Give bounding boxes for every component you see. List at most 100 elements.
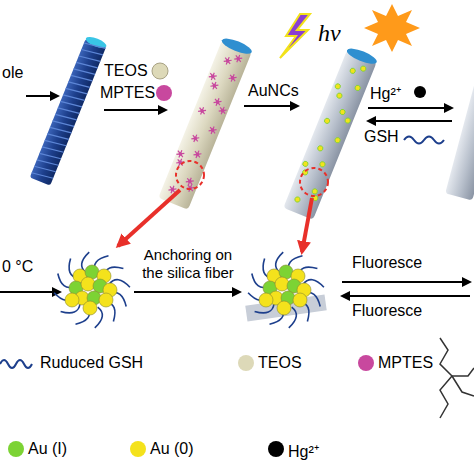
arrow	[342, 281, 470, 283]
step-label: Fluoresce	[352, 302, 422, 320]
emission-star	[364, 4, 420, 52]
zoom-circle	[176, 161, 204, 189]
aunc-dot	[311, 188, 318, 195]
arrow	[342, 295, 470, 297]
star-core	[210, 128, 215, 133]
gsh-strand	[0, 360, 32, 368]
template-rod	[30, 35, 108, 186]
gold-cluster	[54, 252, 130, 328]
silane-structure	[440, 338, 474, 418]
mptes-star	[191, 133, 200, 143]
rod-stripe	[71, 73, 93, 84]
rod-stripe	[37, 157, 59, 168]
mptes-sphere	[156, 85, 172, 101]
star-core	[210, 74, 215, 79]
step-label: Anchoring on the silica fiber	[132, 246, 244, 282]
rod-stripe	[66, 86, 88, 97]
rod-stripe	[45, 138, 67, 149]
arrow	[368, 107, 452, 109]
mptes-star	[218, 106, 227, 116]
rod-stripe	[53, 118, 75, 129]
rod-stripe	[55, 112, 77, 123]
legend-text: Hg²⁺	[288, 440, 319, 462]
reagent-label: GSH	[364, 128, 399, 146]
arrow	[134, 291, 240, 293]
red-arrow	[118, 190, 180, 246]
reagent-label: AuNCs	[248, 82, 299, 100]
star-core	[200, 109, 205, 114]
silica-fiber	[158, 36, 253, 210]
cropped-label: ole	[2, 64, 23, 82]
aunc-dot	[317, 145, 324, 152]
rod-stripe	[79, 53, 101, 64]
gold-atom	[65, 293, 79, 307]
aunc-dot	[354, 85, 361, 92]
legend-text: TEOS	[258, 354, 302, 372]
star-core	[230, 76, 235, 81]
aunc-dot	[344, 117, 351, 124]
gold-atom	[275, 277, 289, 291]
legend-text: Au (0)	[150, 440, 194, 458]
rod-stripe	[34, 164, 56, 175]
cropped-fiber	[445, 19, 474, 200]
mptes-star	[176, 149, 185, 159]
rod-stripe	[58, 105, 80, 116]
star-core	[193, 136, 198, 141]
star-core	[212, 83, 217, 88]
star-core	[170, 187, 175, 192]
mptes-star	[213, 97, 222, 107]
gold-atom	[293, 293, 307, 307]
aunc-dot	[324, 117, 331, 124]
star-core	[225, 58, 230, 63]
gold-atom	[277, 301, 291, 315]
mptes-star	[193, 149, 202, 159]
rod-stripe	[50, 125, 72, 136]
reagent-label: MPTES	[100, 84, 155, 102]
gold-atom	[259, 293, 273, 307]
rod-stripe	[74, 66, 96, 77]
aunc-dot	[334, 83, 341, 90]
arrow	[104, 109, 166, 111]
ion-label: Hg²⁺	[370, 82, 401, 104]
rod-stripe	[76, 60, 98, 71]
gold-atom	[83, 301, 97, 315]
mptes-star	[208, 125, 217, 135]
legend-swatch	[358, 355, 374, 371]
mptes-star	[185, 176, 194, 186]
legend-text: MPTES	[378, 354, 433, 372]
aunc-dot	[302, 160, 309, 167]
arrow	[26, 95, 58, 97]
gold-atom	[99, 293, 113, 307]
condition-label: 0 °C	[2, 258, 33, 276]
rod-stripe	[84, 40, 106, 51]
star-core	[195, 152, 200, 157]
gold-cluster	[248, 252, 324, 328]
legend-swatch	[268, 441, 284, 457]
star-core	[220, 108, 225, 113]
aunc-dot	[294, 196, 301, 203]
rod-stripe	[39, 151, 61, 162]
arrow	[368, 120, 452, 122]
star-core	[215, 100, 220, 105]
rod-stripe	[68, 79, 90, 90]
mptes-star	[234, 54, 243, 64]
mptes-star	[228, 73, 237, 83]
aunc-dot	[336, 92, 343, 99]
star-core	[178, 152, 183, 157]
star-core	[187, 179, 192, 184]
rod-stripe	[47, 131, 69, 142]
light-label: hv	[318, 20, 341, 47]
red-arrow	[302, 198, 312, 252]
rod-stripe	[32, 170, 54, 181]
mptes-star	[208, 71, 217, 81]
star-core	[236, 56, 241, 61]
lightning-bolt	[280, 14, 310, 58]
gsh-strand	[404, 137, 444, 144]
hg-dot	[414, 86, 426, 98]
aunc-dot	[339, 109, 346, 116]
legend-text: Au (I)	[28, 440, 67, 458]
aunc-dot	[360, 65, 367, 72]
rod-stripe	[42, 144, 64, 155]
aunc-dot	[349, 67, 356, 74]
